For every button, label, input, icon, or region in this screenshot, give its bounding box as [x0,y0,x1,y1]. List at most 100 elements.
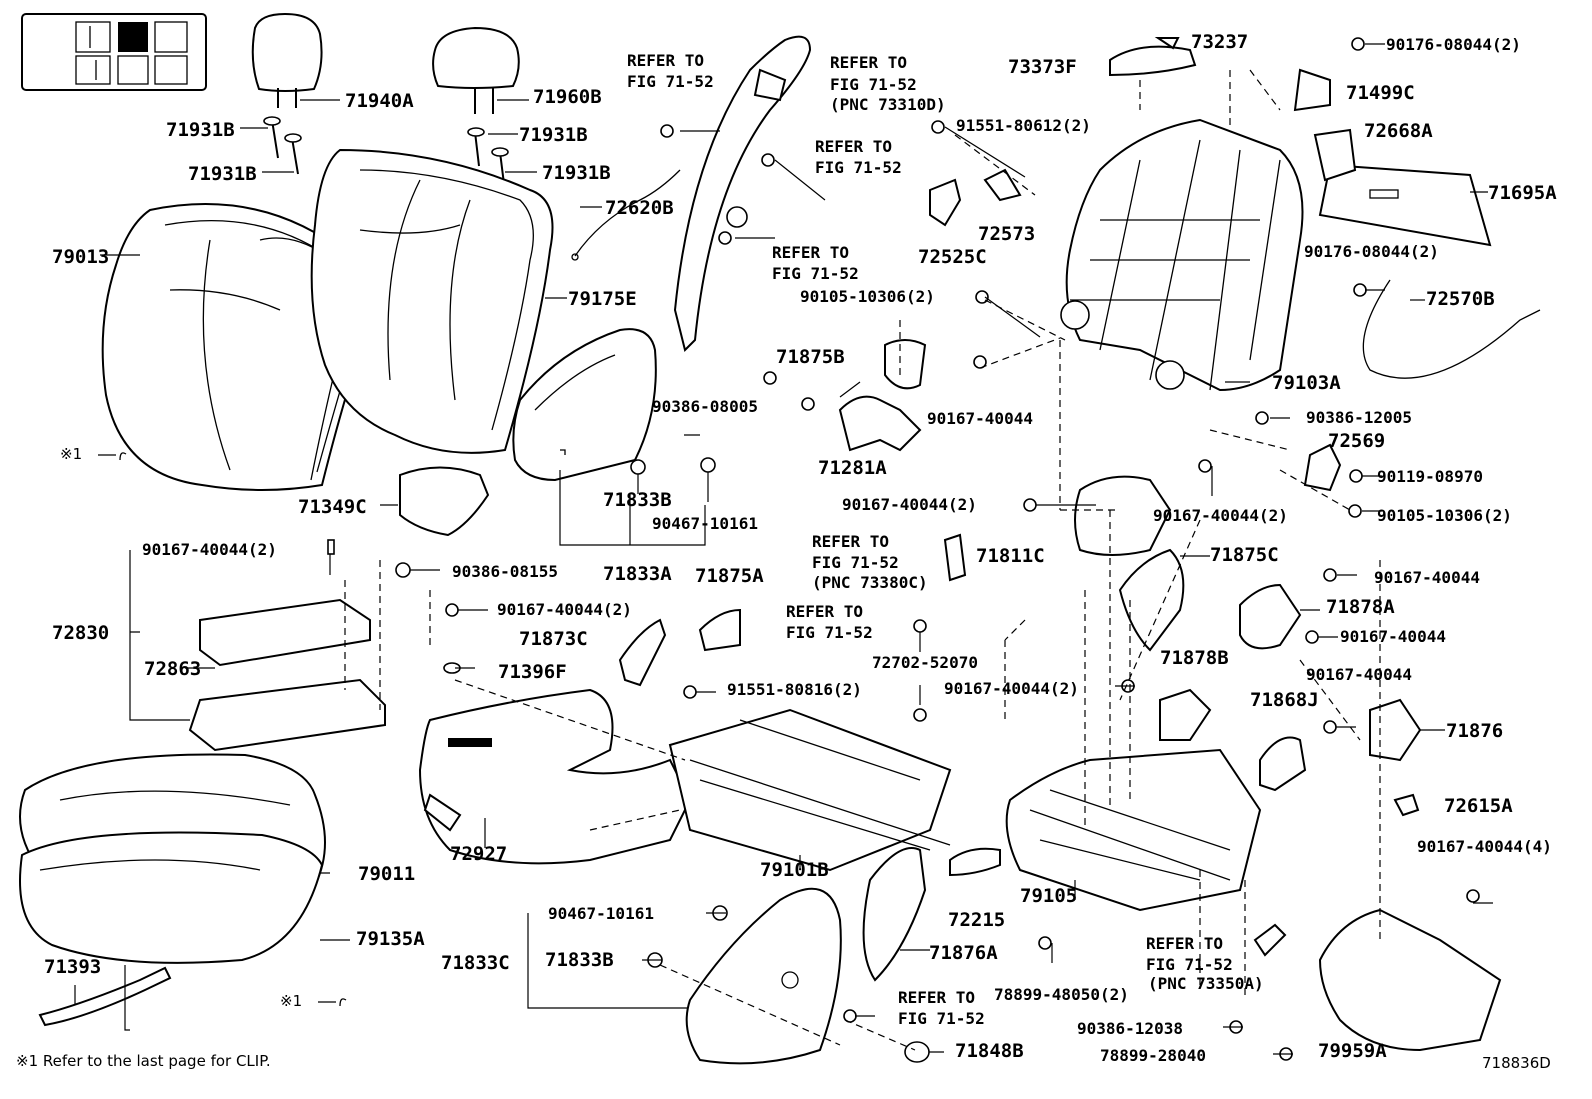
label-90167-40044-a: 90167-40044 [927,409,1033,428]
cover-71875A [698,608,741,652]
refer-note-2-line3: (PNC 73310D) [830,95,946,114]
label-90176-08044-2b: 90176-08044(2) [1386,35,1521,54]
label-71848B: 71848B [955,1040,1024,1062]
label-90167-40044-c: 90167-40044 [1340,627,1446,646]
label-72573: 72573 [978,223,1035,245]
refer-note-8-line1: REFER TO [898,988,975,1007]
side-shield-71833A [512,328,657,482]
label-72569: 72569 [1328,430,1385,452]
cable-72570B [1362,279,1541,379]
label-72927: 72927 [450,843,507,865]
leader-lines [124,43,1493,1055]
selected-seat-cell [118,22,148,52]
cover-73373F [1109,45,1197,77]
board-71695A [1318,163,1492,247]
label-90167-40044-b: 90167-40044 [1306,665,1412,684]
refer-note-1-line1: REFER TO [627,51,704,70]
refer-notes: REFER TO FIG 71-52 REFER TO FIG 71-52 (P… [627,51,1264,1028]
clip-72615A [1393,793,1420,817]
label-73237: 73237 [1191,31,1248,53]
label-72830: 72830 [52,622,109,644]
label-72570B: 72570B [1426,288,1495,310]
label-72702-52070: 72702-52070 [872,653,978,672]
label-78899-48050: 78899-48050(2) [994,985,1129,1004]
footer-clip-note: ※1 Refer to the last page for CLIP. [16,1052,271,1070]
label-71695A: 71695A [1488,182,1557,204]
label-72620B: 72620B [605,197,674,219]
label-71878B: 71878B [1160,647,1229,669]
label-79105: 79105 [1020,885,1077,907]
label-71960B: 71960B [533,86,602,108]
label-90167-40044-2d: 90167-40044(2) [842,495,977,514]
refer-note-7-line3: (PNC 73350A) [1148,974,1264,993]
refer-note-3-line1: REFER TO [815,137,892,156]
clip-marks: ※1 ※1 [60,445,347,1010]
bracket-72668A [1313,128,1357,182]
headrest-guides [240,116,537,185]
cover-71873C [618,618,667,687]
label-90467-10161-2: 90467-10161 [548,904,654,923]
cover-71811C [1074,475,1172,556]
label-71875B: 71875B [776,346,845,368]
label-71931B-4: 71931B [542,162,611,184]
label-71833B-2: 71833B [545,949,614,971]
label-71931B-3: 71931B [519,124,588,146]
refer-note-7-line2: FIG 71-52 [1146,955,1233,974]
label-71833C: 71833C [441,952,510,974]
label-90176-08044-2a: 90176-08044(2) [1304,242,1439,261]
clip-71833B [630,457,716,502]
label-71876A: 71876A [929,942,998,964]
label-90167-40044-2a: 90167-40044(2) [142,540,277,559]
refer-note-8-line2: FIG 71-52 [898,1009,985,1028]
bracket-71499C [1293,68,1331,112]
fasteners [395,37,1480,1063]
label-90119-08970: 90119-08970 [1377,467,1483,486]
label-71396F: 71396F [498,661,567,683]
seat-pad-79135A [19,831,350,964]
label-90105-10306-2a: 90105-10306(2) [1377,506,1512,525]
label-79959A: 79959A [1318,1040,1387,1062]
headrest-71940A [251,12,340,108]
label-72615A: 72615A [1444,795,1513,817]
refer-note-5-line1: REFER TO [812,532,889,551]
label-71940A: 71940A [345,90,414,112]
cable-72620B [571,169,681,261]
label-90167-40044-2c: 90167-40044(2) [944,679,1079,698]
label-79011: 79011 [358,863,415,885]
headrest-71960B [432,26,529,114]
buckle [1253,923,1287,957]
refer-note-4-line2: FIG 71-52 [772,264,859,283]
seat-position-legend [21,13,207,91]
label-78899-28040: 78899-28040 [1100,1046,1206,1065]
bracket-71281A [838,395,922,452]
bracket-72573 [983,168,1022,202]
hook-71393 [38,966,172,1027]
label-71281A: 71281A [818,457,887,479]
clip-mark-2: ※1 [280,992,302,1010]
label-79013: 79013 [52,246,109,268]
label-90386-12038: 90386-12038 [1077,1019,1183,1038]
label-90386-08005: 90386-08005 [652,397,758,416]
cover-71868J [1259,736,1307,792]
label-71931B-2: 71931B [188,163,257,185]
label-71349C: 71349C [298,496,367,518]
bracket-71875B [884,339,927,390]
cover-79959A [1318,908,1502,1052]
label-79103A: 79103A [1272,372,1341,394]
label-79175E: 79175E [568,288,637,310]
seatback-cover-79175E [310,148,567,454]
clip-73237 [1154,37,1180,50]
label-71833A: 71833A [603,563,672,585]
label-71878A: 71878A [1326,596,1395,618]
refer-note-1-line2: FIG 71-52 [627,72,714,91]
label-90167-40044-d: 90167-40044 [1374,568,1480,587]
label-71499C: 71499C [1346,82,1415,104]
label-71811C: 71811C [976,545,1045,567]
label-72215: 72215 [948,909,1005,931]
label-90386-08155: 90386-08155 [452,562,558,581]
refer-note-6-line1: REFER TO [786,602,863,621]
refer-note-2-line1: REFER TO [830,53,907,72]
label-79101B: 79101B [760,859,829,881]
label-90105-10306-2b: 90105-10306(2) [800,287,935,306]
